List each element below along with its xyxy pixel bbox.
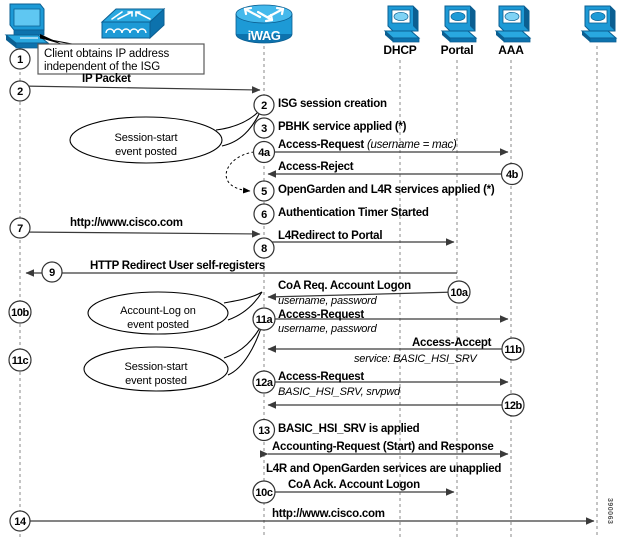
callout-account-logon xyxy=(87,291,263,335)
step-circle-7 xyxy=(9,217,31,239)
arrow-http-cisco-1 xyxy=(19,230,261,238)
step-label-2a: 2 xyxy=(17,86,23,98)
step-circle-8 xyxy=(253,237,275,259)
server-cloud-icon-internet xyxy=(580,5,618,43)
step-circle-3 xyxy=(253,117,275,139)
message-sublabel-access-request-user: username, password xyxy=(278,323,377,335)
message-label-l4redirect: L4Redirect to Portal xyxy=(278,230,383,242)
step-label-10a: 10a xyxy=(450,287,468,299)
message-label-l4r-unapplied: L4R and OpenGarden services are unapplie… xyxy=(266,463,502,475)
message-label-http-cisco-1: http://www.cisco.com xyxy=(70,217,183,229)
step-circle-11c xyxy=(8,348,32,372)
message-label-access-request-mac: Access-Request (username = mac) xyxy=(278,139,457,152)
step-circle-10b xyxy=(8,300,32,324)
step-label-11c: 11c xyxy=(11,355,29,367)
step-label-3: 3 xyxy=(261,123,267,135)
step-label-2b: 2 xyxy=(261,100,267,112)
figure-id: 390063 xyxy=(606,498,613,525)
server-cloud-icon-dhcp xyxy=(383,5,421,43)
router-iwag-icon: iWAG xyxy=(235,4,293,44)
message-label-access-request-mac-sub: (username = mac) xyxy=(366,139,457,151)
node-label-portal: Portal xyxy=(440,43,474,57)
step-label-12b: 12b xyxy=(504,400,522,412)
server-cloud-icon-aaa xyxy=(494,5,532,43)
step-label-8: 8 xyxy=(261,243,267,255)
message-label-opengarden-l4r: OpenGarden and L4R services applied (*) xyxy=(278,184,495,196)
message-label-coa-ack-logon: CoA Ack. Account Logon xyxy=(288,479,420,491)
step-circle-10a xyxy=(447,280,471,304)
step-label-11b: 11b xyxy=(504,344,522,356)
step-circle-6 xyxy=(253,203,275,225)
message-label-isg-session-creation: ISG session creation xyxy=(278,98,387,110)
message-label-access-reject: Access-Reject xyxy=(278,161,354,173)
tooltip-callout xyxy=(37,34,205,75)
step-circle-11a xyxy=(252,307,276,331)
step-label-10b: 10b xyxy=(11,307,29,319)
node-label-dhcp: DHCP xyxy=(383,43,417,57)
step-label-10c: 10c xyxy=(255,487,273,499)
step-circle-4b xyxy=(500,162,524,186)
callout-account-logon-line2: event posted xyxy=(127,319,189,331)
step-label-5: 5 xyxy=(261,186,267,198)
message-label-coa-req-logon: CoA Req. Account Logon xyxy=(278,280,411,292)
svg-text:iWAG: iWAG xyxy=(248,28,281,43)
step-label-13: 13 xyxy=(258,425,270,437)
step-label-4a: 4a xyxy=(258,147,270,159)
step-label-4b: 4b xyxy=(505,169,519,181)
step-circle-1 xyxy=(9,48,31,70)
message-label-access-request-mac-main: Access-Request xyxy=(278,139,367,151)
step-circle-12b xyxy=(501,393,525,417)
step-circle-14 xyxy=(9,510,31,532)
message-label-ip-packet: IP Packet xyxy=(82,73,131,85)
message-sublabel-access-accept: service: BASIC_HSI_SRV xyxy=(354,353,477,365)
step-circle-11b xyxy=(501,337,525,361)
step-label-6: 6 xyxy=(261,209,267,221)
callout-account-logon-line1: Account-Log on xyxy=(120,305,196,317)
pc-workstation-icon xyxy=(4,3,50,49)
step-circle-10c xyxy=(252,480,276,504)
switch-icon xyxy=(100,7,166,40)
arrow-coa-req-logon xyxy=(267,291,458,301)
retry-dashed-loop xyxy=(225,151,255,194)
node-label-aaa: AAA xyxy=(498,43,524,57)
callout-session-start-2-line2: event posted xyxy=(125,375,187,387)
step-label-1: 1 xyxy=(17,54,23,66)
message-sublabel-access-request-srv: BASIC_HSI_SRV, srvpwd xyxy=(278,386,400,398)
step-circles xyxy=(8,48,525,532)
tooltip-line-1: Client obtains IP address xyxy=(44,48,170,60)
step-label-9: 9 xyxy=(49,267,55,279)
message-sublabel-coa-req-logon: username, password xyxy=(278,295,377,307)
step-circle-5 xyxy=(253,180,275,202)
arrow-ip-packet xyxy=(19,85,261,94)
message-label-accounting-request: Accounting-Request (Start) and Response xyxy=(272,441,494,453)
server-cloud-icon-portal xyxy=(440,5,478,43)
callout-session-start-1-line1: Session-start xyxy=(114,132,178,144)
message-label-access-request-user: Access-Request xyxy=(278,309,364,321)
tooltip-line-2: independent of the ISG xyxy=(44,61,161,73)
callout-session-start-2-line1: Session-start xyxy=(124,361,188,373)
message-arrows xyxy=(19,85,595,525)
step-circle-2a xyxy=(9,80,31,102)
step-label-12a: 12a xyxy=(255,377,273,389)
step-circle-2b xyxy=(253,94,275,116)
step-circle-4a xyxy=(252,140,276,164)
message-label-auth-timer: Authentication Timer Started xyxy=(278,207,429,219)
message-label-http-redirect: HTTP Redirect User self-registers xyxy=(90,260,265,272)
step-circle-12a xyxy=(252,370,276,394)
message-label-basic-hsi-applied: BASIC_HSI_SRV is applied xyxy=(278,423,420,435)
step-circle-9 xyxy=(41,261,63,283)
message-label-pbhk-service: PBHK service applied (*) xyxy=(278,121,407,133)
message-label-access-request-srv: Access-Request xyxy=(278,371,364,383)
callout-session-start-1-line2: event posted xyxy=(115,146,177,158)
step-circle-13 xyxy=(252,418,276,442)
message-label-http-cisco-2: http://www.cisco.com xyxy=(272,508,385,520)
step-label-11a: 11a xyxy=(255,314,273,326)
message-label-access-accept: Access-Accept xyxy=(412,337,492,349)
step-label-7: 7 xyxy=(17,223,23,235)
step-label-14: 14 xyxy=(14,516,26,528)
